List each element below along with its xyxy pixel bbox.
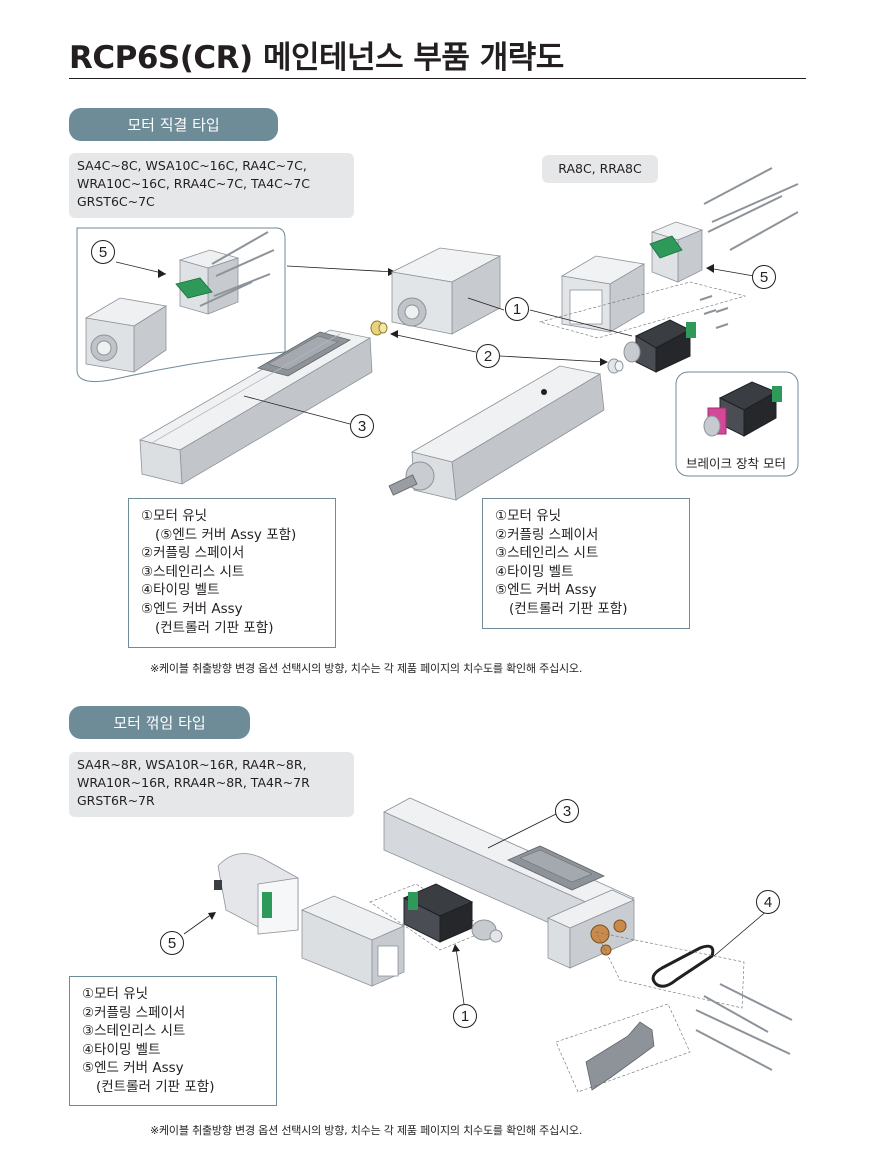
callout-5-folded: 5: [160, 931, 184, 955]
brake-motor: [703, 381, 782, 437]
ra8c-rods: [703, 167, 799, 251]
section-tab-folded: 모터 꺾임 타입: [69, 706, 250, 739]
page-title: RCP6S(CR) 메인테넌스 부품 개략도: [69, 40, 564, 76]
callout-2-direct: 2: [476, 344, 500, 368]
legend-item: ③스테인리스 시트: [141, 563, 245, 580]
models-line: SA4C~8C, WSA10C~16C, RA4C~7C,: [77, 158, 307, 173]
rods-folded: [695, 983, 793, 1071]
callout-3-folded: 3: [555, 799, 579, 823]
section-tab-direct: 모터 직결 타입: [69, 108, 278, 141]
timing-belt: [651, 944, 715, 988]
brake-motor-caption: 브레이크 장착 모터: [686, 456, 786, 471]
legend-item: ⑤엔드 커버 Assy: [141, 600, 243, 617]
legend-item: (컨트롤러 기판 포함): [155, 619, 274, 636]
models-line: GRST6C~7C: [77, 194, 155, 209]
models-box-folded: SA4R~8R, WSA10R~16R, RA4R~8R, WRA10R~16R…: [69, 752, 354, 817]
callout-3-direct: 3: [350, 414, 374, 438]
models-line: WRA10C~16C, RRA4C~7C, TA4C~7C: [77, 176, 311, 191]
screws: [699, 295, 729, 329]
legend-item: ①모터 유닛: [82, 986, 149, 1002]
motor-folded: [402, 883, 503, 943]
legend-item: ③스테인리스 시트: [82, 1023, 186, 1040]
inset-end-cover: [175, 231, 275, 315]
callout-1-direct: 1: [505, 297, 529, 321]
legend-item: ②커플링 스페이서: [82, 1004, 186, 1021]
legend-item: ②커플링 스페이서: [495, 526, 599, 543]
models-box-direct: SA4C~8C, WSA10C~16C, RA4C~7C, WRA10C~16C…: [69, 153, 354, 218]
ra8c-motor: [623, 319, 696, 373]
callout-4-folded: 4: [756, 890, 780, 914]
coupling-spacer-right: [607, 358, 624, 374]
legend-direct-left: ①모터 유닛 (⑤엔드 커버 Assy 포함) ②커플링 스페이서 ③스테인리스…: [128, 498, 336, 648]
legend-item: ④타이밍 벨트: [82, 1041, 161, 1058]
legend-item: ⑤엔드 커버 Assy: [82, 1060, 184, 1077]
housing-folded: [300, 895, 406, 987]
inset-motor-unit: [84, 297, 168, 373]
legend-item: (컨트롤러 기판 포함): [509, 600, 628, 617]
models-box-ra8c: RA8C, RRA8C: [542, 155, 658, 183]
cover-plate: [555, 1003, 691, 1093]
actuator-left: [138, 329, 373, 485]
legend-item: ④타이밍 벨트: [495, 563, 574, 580]
title-divider: [69, 78, 806, 79]
legend-item: (⑤엔드 커버 Assy 포함): [155, 526, 297, 543]
legend-direct-right: ①모터 유닛 ②커플링 스페이서 ③스테인리스 시트 ④타이밍 벨트 ⑤엔드 커…: [482, 498, 690, 629]
note-direct: ※케이블 취출방향 변경 옵션 선택시의 방향, 치수는 각 제품 페이지의 치…: [150, 662, 583, 675]
models-line: SA4R~8R, WSA10R~16R, RA4R~8R,: [77, 757, 307, 772]
legend-item: ①모터 유닛: [141, 508, 208, 524]
legend-item: ①모터 유닛: [495, 508, 562, 524]
legend-item: ②커플링 스페이서: [141, 545, 245, 562]
callout-1-folded: 1: [453, 1004, 477, 1028]
motor-unit-direct: [390, 247, 502, 335]
callout-5-ra8c: 5: [752, 265, 776, 289]
callout-5-inset: 5: [91, 240, 115, 264]
actuator-right: [388, 365, 605, 501]
legend-folded: ①모터 유닛 ②커플링 스페이서 ③스테인리스 시트 ④타이밍 벨트 ⑤엔드 커…: [69, 976, 277, 1106]
note-folded: ※케이블 취출방향 변경 옵션 선택시의 방향, 치수는 각 제품 페이지의 치…: [150, 1124, 583, 1137]
actuator-folded: [383, 797, 635, 969]
coupling-spacer-left: [370, 320, 388, 336]
legend-item: (컨트롤러 기판 포함): [96, 1078, 215, 1095]
end-cover-folded: [214, 853, 299, 935]
legend-item: ③스테인리스 시트: [495, 545, 599, 562]
ra8c-end-cover: [649, 221, 704, 283]
models-line: GRST6R~7R: [77, 793, 155, 808]
ra8c-housing: [560, 255, 646, 333]
models-line: WRA10R~16R, RRA4R~8R, TA4R~7R: [77, 775, 310, 790]
legend-item: ⑤엔드 커버 Assy: [495, 582, 597, 599]
legend-item: ④타이밍 벨트: [141, 582, 220, 599]
